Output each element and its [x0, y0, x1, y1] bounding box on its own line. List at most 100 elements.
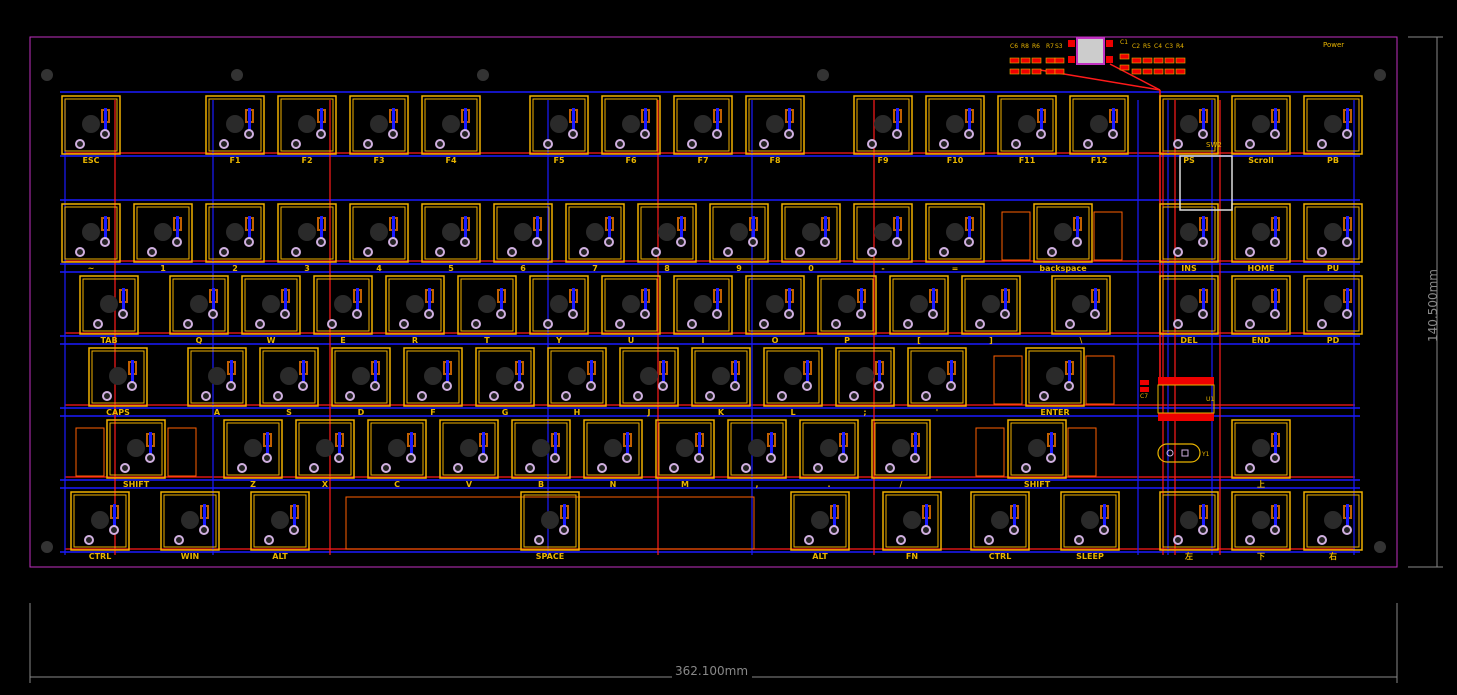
- key-switch-1-6[interactable]: 6: [493, 203, 553, 273]
- key-switch-3-5[interactable]: G: [475, 347, 535, 417]
- key-switch-1-12[interactable]: =: [925, 203, 985, 273]
- key-switch-5-9[interactable]: 下: [1231, 491, 1291, 561]
- key-switch-4-1[interactable]: Z: [223, 419, 283, 489]
- key-switch-0-12[interactable]: F12: [1069, 95, 1129, 165]
- component-c1[interactable]: C1: [1119, 39, 1130, 71]
- component-r7[interactable]: R7: [1045, 43, 1056, 75]
- component-r4[interactable]: R4: [1175, 43, 1186, 75]
- key-switch-0-15[interactable]: PB: [1303, 95, 1363, 165]
- component-r6[interactable]: R6: [1031, 43, 1042, 75]
- key-switch-4-0[interactable]: SHIFT: [106, 419, 166, 489]
- key-switch-2-1[interactable]: Q: [169, 275, 229, 345]
- component-s3[interactable]: S3: [1054, 43, 1065, 75]
- key-switch-2-6[interactable]: Y: [529, 275, 589, 345]
- key-switch-3-11[interactable]: ': [907, 347, 967, 417]
- key-switch-3-1[interactable]: A: [187, 347, 247, 417]
- key-switch-1-3[interactable]: 3: [277, 203, 337, 273]
- key-switch-4-6[interactable]: N: [583, 419, 643, 489]
- key-switch-0-13[interactable]: PS: [1159, 95, 1219, 165]
- key-switch-0-4[interactable]: F4: [421, 95, 481, 165]
- key-switch-2-14[interactable]: DEL: [1159, 275, 1219, 345]
- key-switch-3-6[interactable]: H: [547, 347, 607, 417]
- key-switch-4-3[interactable]: C: [367, 419, 427, 489]
- key-switch-1-7[interactable]: 7: [565, 203, 625, 273]
- key-switch-5-7[interactable]: SLEEP: [1060, 491, 1120, 561]
- key-switch-1-11[interactable]: -: [853, 203, 913, 273]
- key-switch-0-3[interactable]: F3: [349, 95, 409, 165]
- key-switch-4-4[interactable]: V: [439, 419, 499, 489]
- key-switch-0-11[interactable]: F11: [997, 95, 1057, 165]
- key-switch-5-10[interactable]: 右: [1303, 491, 1363, 561]
- key-switch-3-12[interactable]: ENTER: [1025, 347, 1085, 417]
- key-switch-1-9[interactable]: 9: [709, 203, 769, 273]
- component-c4[interactable]: C4: [1153, 43, 1164, 75]
- component-r5[interactable]: R5: [1142, 43, 1153, 75]
- key-switch-2-13[interactable]: \: [1051, 275, 1111, 345]
- key-switch-2-3[interactable]: E: [313, 275, 373, 345]
- component-c6[interactable]: C6: [1009, 43, 1020, 75]
- key-switch-5-4[interactable]: ALT: [790, 491, 850, 561]
- usb-connector[interactable]: [1068, 37, 1113, 65]
- key-switch-0-1[interactable]: F1: [205, 95, 265, 165]
- component-c2[interactable]: C2: [1131, 43, 1142, 75]
- key-switch-0-14[interactable]: Scroll: [1231, 95, 1291, 165]
- key-switch-1-0[interactable]: ~: [61, 203, 121, 273]
- component-r8[interactable]: R8: [1020, 43, 1031, 75]
- key-switch-2-0[interactable]: TAB: [79, 275, 139, 345]
- key-switch-0-5[interactable]: F5: [529, 95, 589, 165]
- key-switch-2-15[interactable]: END: [1231, 275, 1291, 345]
- key-switch-2-2[interactable]: W: [241, 275, 301, 345]
- key-switch-4-11[interactable]: SHIFT: [1007, 419, 1067, 489]
- key-switch-1-4[interactable]: 4: [349, 203, 409, 273]
- sw2-reset-switch[interactable]: [1179, 155, 1233, 211]
- key-switch-2-5[interactable]: T: [457, 275, 517, 345]
- key-switch-0-2[interactable]: F2: [277, 95, 337, 165]
- key-switch-3-8[interactable]: K: [691, 347, 751, 417]
- component-c7[interactable]: C7: [1140, 380, 1149, 400]
- key-switch-4-5[interactable]: B: [511, 419, 571, 489]
- component-u1[interactable]: U1: [1206, 396, 1214, 403]
- key-switch-2-9[interactable]: O: [745, 275, 805, 345]
- key-switch-2-7[interactable]: U: [601, 275, 661, 345]
- key-switch-5-8[interactable]: 左: [1159, 491, 1219, 561]
- key-switch-4-10[interactable]: /: [871, 419, 931, 489]
- key-switch-1-5[interactable]: 5: [421, 203, 481, 273]
- key-switch-2-12[interactable]: ]: [961, 275, 1021, 345]
- key-switch-5-3[interactable]: SPACE: [520, 491, 580, 561]
- key-switch-1-8[interactable]: 8: [637, 203, 697, 273]
- key-switch-3-4[interactable]: F: [403, 347, 463, 417]
- key-switch-5-5[interactable]: FN: [882, 491, 942, 561]
- key-switch-0-7[interactable]: F7: [673, 95, 733, 165]
- key-switch-3-0[interactable]: CAPS: [88, 347, 148, 417]
- key-switch-4-12[interactable]: 上: [1231, 419, 1291, 489]
- key-switch-0-6[interactable]: F6: [601, 95, 661, 165]
- key-switch-5-1[interactable]: WIN: [160, 491, 220, 561]
- key-switch-0-8[interactable]: F8: [745, 95, 805, 165]
- key-switch-1-2[interactable]: 2: [205, 203, 265, 273]
- key-switch-1-13[interactable]: backspace: [1033, 203, 1093, 273]
- key-switch-3-10[interactable]: ;: [835, 347, 895, 417]
- key-switch-2-10[interactable]: P: [817, 275, 877, 345]
- key-switch-5-0[interactable]: CTRL: [70, 491, 130, 561]
- key-switch-3-3[interactable]: D: [331, 347, 391, 417]
- key-switch-2-11[interactable]: [: [889, 275, 949, 345]
- key-switch-2-8[interactable]: I: [673, 275, 733, 345]
- key-switch-1-15[interactable]: HOME: [1231, 203, 1291, 273]
- key-switch-1-14[interactable]: INS: [1159, 203, 1219, 273]
- key-switch-4-2[interactable]: X: [295, 419, 355, 489]
- key-switch-2-4[interactable]: R: [385, 275, 445, 345]
- key-switch-5-6[interactable]: CTRL: [970, 491, 1030, 561]
- key-switch-2-16[interactable]: PD: [1303, 275, 1363, 345]
- key-switch-5-2[interactable]: ALT: [250, 491, 310, 561]
- key-switch-3-2[interactable]: S: [259, 347, 319, 417]
- key-switch-1-10[interactable]: 0: [781, 203, 841, 273]
- key-switch-4-9[interactable]: .: [799, 419, 859, 489]
- key-switch-4-8[interactable]: ,: [727, 419, 787, 489]
- mcu-u1[interactable]: [1157, 377, 1215, 421]
- key-switch-0-10[interactable]: F10: [925, 95, 985, 165]
- key-switch-4-7[interactable]: M: [655, 419, 715, 489]
- key-switch-0-0[interactable]: ESC: [61, 95, 121, 165]
- key-switch-1-1[interactable]: 1: [133, 203, 193, 273]
- component-y1[interactable]: Y1: [1201, 451, 1210, 458]
